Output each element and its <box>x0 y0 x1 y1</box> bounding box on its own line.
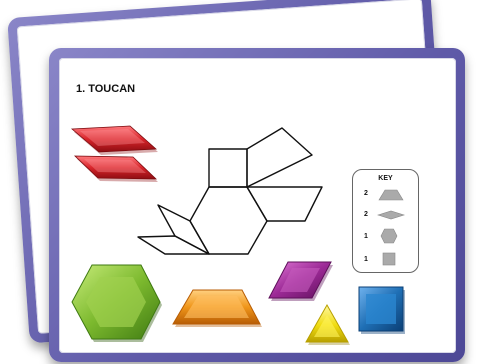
outline-wing <box>157 204 210 255</box>
rhombus-icon <box>377 210 405 220</box>
red-rhombus-block <box>70 125 158 155</box>
blue-square-block <box>358 286 405 334</box>
toucan-outline <box>137 127 323 255</box>
green-hexagon-block <box>71 264 162 342</box>
yellow-triangle-block <box>305 303 350 345</box>
hexagon-icon <box>380 228 398 244</box>
key-count-trapezoid: 2 <box>364 190 368 197</box>
trapezoid-icon <box>378 189 404 201</box>
red-rhombus-block <box>73 155 158 182</box>
purple-rhombus-block <box>268 261 333 301</box>
key-count-rhombus: 2 <box>364 211 368 218</box>
shape-key: KEY 2 2 1 1 <box>352 169 419 273</box>
puzzle-title: 1. TOUCAN <box>76 83 136 95</box>
key-count-square: 1 <box>364 256 368 263</box>
outline-tail <box>137 235 210 255</box>
outline-beak-lower <box>246 186 323 222</box>
key-count-hexagon: 1 <box>364 233 368 240</box>
outline-hexagon <box>189 186 268 255</box>
outline-square <box>208 148 248 188</box>
key-title: KEY <box>378 175 393 182</box>
square-icon <box>382 252 396 266</box>
outline-beak-upper <box>246 127 313 188</box>
orange-trapezoid-block <box>172 289 262 327</box>
